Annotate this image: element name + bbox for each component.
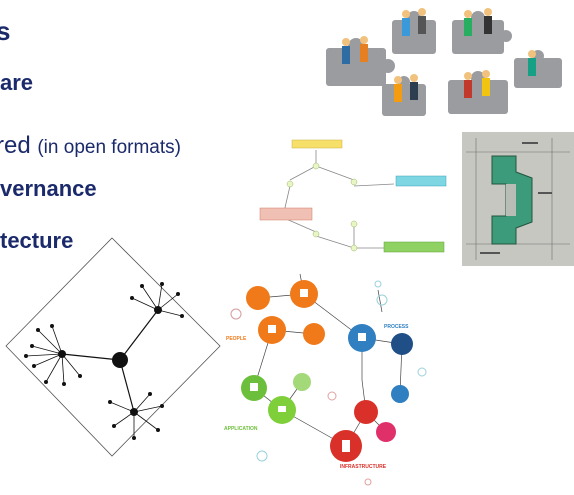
application-label: APPLICATION: [224, 426, 258, 432]
bullet-text-4: vernance: [0, 176, 97, 201]
bullet-text-3: red (in open formats): [0, 132, 181, 160]
bullet-text-5: tecture: [0, 228, 74, 253]
bullet-text-2: are: [0, 70, 34, 95]
bullet-text-3-main: red: [0, 132, 31, 159]
puzzle-people-image: [318, 0, 574, 122]
network-graph-image: [2, 234, 224, 460]
bullet-text-1: s: [0, 16, 11, 46]
bullet-text-3-note: (in open formats): [37, 137, 181, 158]
process-label: PROCESS: [384, 324, 409, 330]
infrastructure-label: INFRASTRUCTURE: [340, 464, 387, 470]
people-label: PEOPLE: [226, 336, 247, 342]
process-flow-image: [254, 136, 460, 268]
enterprise-architecture-image: PEOPLE PROCESS APPLICATION INFRASTRUCTUR…: [222, 270, 436, 492]
technical-drawing-image: [462, 132, 574, 266]
